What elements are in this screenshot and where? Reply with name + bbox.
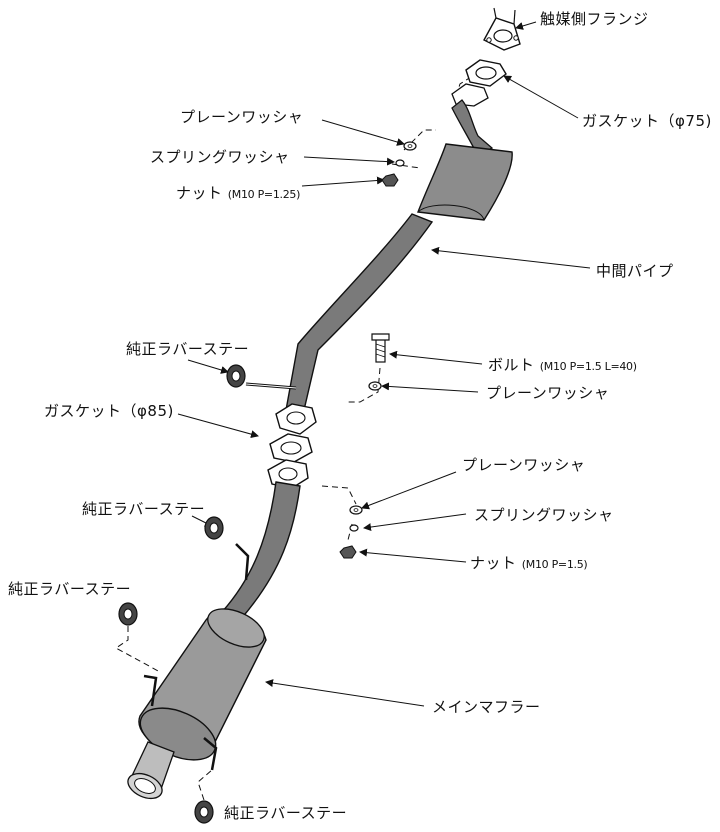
rubber-stay-1-part (226, 364, 246, 388)
hardware-low (339, 505, 363, 559)
label-plain-washer-low: プレーンワッシャ (462, 456, 586, 474)
label-bolt-name: ボルト (488, 356, 535, 374)
leader-lines (177, 21, 591, 707)
leader-plain-washer-low (361, 471, 457, 510)
gasket-85-part (269, 433, 313, 463)
leader-plain-washer-top (321, 119, 405, 146)
label-bolt: ボルト (M10 P=1.5 L=40) (488, 356, 637, 376)
leader-bolt (389, 350, 483, 365)
label-plain-washer-top: プレーンワッシャ (180, 108, 304, 126)
leader-spring-washer-top (303, 156, 395, 166)
leader-plain-washer-mid (381, 382, 479, 393)
leader-gasket-85 (177, 413, 259, 439)
label-rubber-stay-2: 純正ラバーステー (82, 500, 206, 518)
leader-nut-top (301, 176, 385, 187)
catalyst-flange (483, 7, 521, 51)
label-rubber-stay-1: 純正ラバーステー (126, 340, 250, 358)
leader-gasket-75 (503, 75, 579, 119)
label-gasket-75: ガスケット（φ75) (582, 112, 712, 130)
rubber-stay-4-part (194, 769, 214, 824)
leader-main-muffler (265, 679, 425, 707)
leader-rubber-stay-1 (187, 359, 229, 374)
main-muffler-assembly (127, 459, 309, 800)
rubber-stay-2-part (204, 516, 224, 540)
leader-catalyst-flange (515, 21, 537, 30)
label-nut-low-spec: (M10 P=1.5) (521, 558, 588, 571)
label-catalyst-flange: 触媒側フランジ (540, 10, 649, 28)
gasket-75-part (465, 59, 507, 87)
label-spring-washer-top: スプリングワッシャ (150, 148, 290, 166)
hardware-mid (368, 333, 390, 391)
label-mid-pipe: 中間パイプ (596, 262, 674, 280)
label-main-muffler: メインマフラー (432, 698, 541, 716)
mid-pipe-assembly (245, 83, 513, 435)
label-gasket-85: ガスケット（φ85) (44, 402, 174, 420)
label-spring-washer-low: スプリングワッシャ (474, 506, 614, 524)
label-nut-top-name: ナット (176, 184, 223, 202)
label-rubber-stay-3: 純正ラバーステー (8, 580, 132, 598)
label-nut-low-name: ナット (470, 554, 517, 572)
rubber-stay-3-part (115, 602, 161, 673)
label-nut-top-spec: (M10 P=1.25) (227, 188, 301, 201)
leader-spring-washer-low (363, 513, 467, 532)
hardware-top (381, 141, 417, 187)
leader-mid-pipe (431, 246, 591, 269)
label-nut-low: ナット (M10 P=1.5) (470, 554, 588, 574)
label-plain-washer-mid: プレーンワッシャ (486, 384, 610, 402)
label-rubber-stay-4: 純正ラバーステー (224, 804, 348, 822)
label-nut-top: ナット (M10 P=1.25) (176, 184, 300, 204)
label-bolt-spec: (M10 P=1.5 L=40) (539, 360, 637, 373)
leader-nut-low (359, 548, 467, 563)
